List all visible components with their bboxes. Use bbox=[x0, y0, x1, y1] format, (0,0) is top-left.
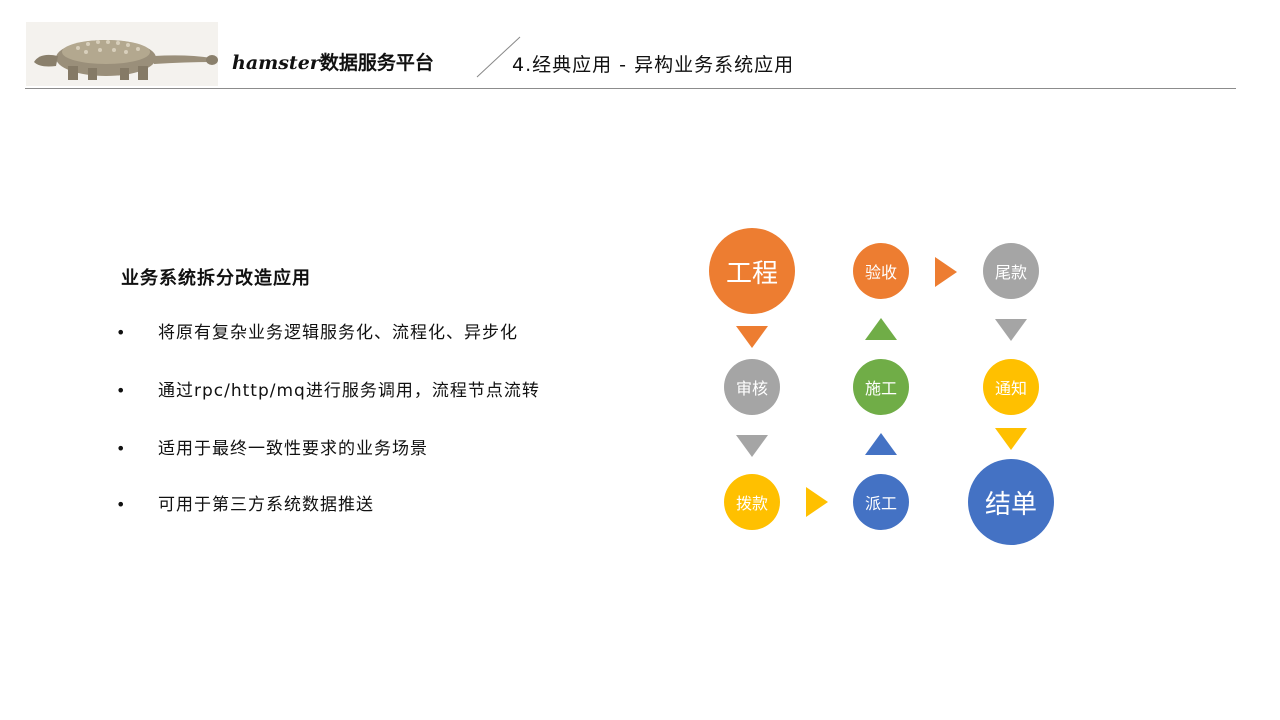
header-divider-line bbox=[25, 88, 1236, 89]
node-settlement: 结单 bbox=[968, 459, 1054, 545]
brand-name-cn: 数据服务平台 bbox=[320, 52, 434, 74]
bullet-item: •可用于第三方系统数据推送 bbox=[116, 490, 374, 515]
bullet-dot: • bbox=[116, 439, 158, 458]
brand-name-en: hamster bbox=[232, 52, 320, 74]
bullet-text: 将原有复杂业务逻辑服务化、流程化、异步化 bbox=[158, 323, 518, 343]
platform-brand: hamster数据服务平台 bbox=[232, 48, 434, 75]
node-engineering: 工程 bbox=[709, 228, 795, 314]
node-construction: 施工 bbox=[853, 359, 909, 415]
section-title: 4.经典应用 - 异构业务系统应用 bbox=[512, 50, 794, 77]
bullet-dot: • bbox=[116, 381, 158, 400]
arrow-down bbox=[995, 319, 1027, 341]
arrow-right bbox=[935, 257, 957, 287]
bullet-item: •将原有复杂业务逻辑服务化、流程化、异步化 bbox=[116, 318, 518, 343]
bullet-text: 适用于最终一致性要求的业务场景 bbox=[158, 439, 428, 459]
node-review: 审核 bbox=[724, 359, 780, 415]
bullet-dot: • bbox=[116, 495, 158, 514]
node-notification: 通知 bbox=[983, 359, 1039, 415]
ankylosaurus-logo bbox=[26, 22, 218, 86]
arrow-up bbox=[865, 318, 897, 340]
bullet-item: •适用于最终一致性要求的业务场景 bbox=[116, 434, 428, 459]
arrow-down bbox=[736, 435, 768, 457]
bullet-text: 可用于第三方系统数据推送 bbox=[158, 495, 374, 515]
content-heading: 业务系统拆分改造应用 bbox=[121, 264, 311, 290]
arrow-down bbox=[736, 326, 768, 348]
arrow-right bbox=[806, 487, 828, 517]
bullet-item: •通过rpc/http/mq进行服务调用，流程节点流转 bbox=[116, 376, 540, 401]
process-flow-diagram: 工程 审核 拨款 派工 施工 验收 尾款 通知 结单 bbox=[690, 220, 1090, 560]
bullet-text: 通过rpc/http/mq进行服务调用，流程节点流转 bbox=[158, 381, 540, 401]
bullet-dot: • bbox=[116, 323, 158, 342]
node-acceptance: 验收 bbox=[853, 243, 909, 299]
arrow-down bbox=[995, 428, 1027, 450]
node-dispatch: 派工 bbox=[853, 474, 909, 530]
node-disbursement: 拨款 bbox=[724, 474, 780, 530]
node-final-payment: 尾款 bbox=[983, 243, 1039, 299]
arrow-up bbox=[865, 433, 897, 455]
